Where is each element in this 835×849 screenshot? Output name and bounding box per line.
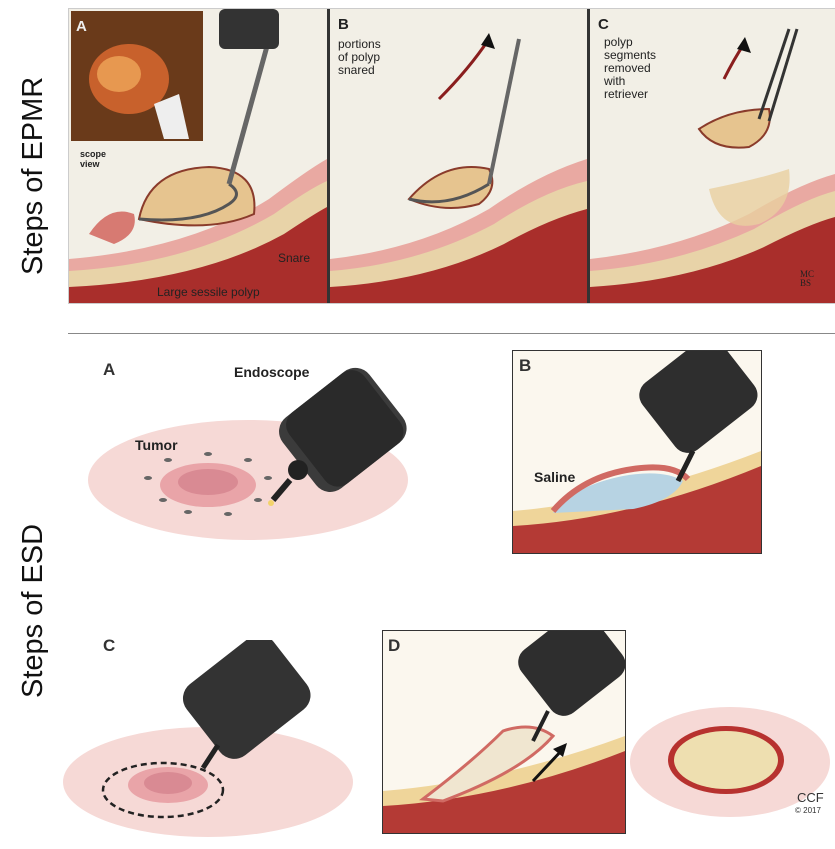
epmr-scope-view-label: scope view	[80, 149, 106, 169]
esd-credit-label: CCF	[797, 790, 824, 805]
esd-panel-a-illustration	[68, 350, 438, 550]
esd-panel-c-illustration	[58, 640, 368, 840]
epmr-snare-label: Snare	[278, 252, 310, 265]
esd-panel-b	[512, 350, 762, 554]
epmr-side-title: Steps of EPMR	[17, 77, 50, 275]
esd-panel-b-illustration	[513, 351, 761, 553]
epmr-panel-b-letter: B	[338, 16, 349, 33]
section-divider	[68, 333, 835, 334]
esd-panel-a-letter: A	[103, 360, 115, 380]
epmr-panel-c-letter: C	[598, 16, 609, 33]
epmr-illustration	[69, 9, 835, 303]
epmr-figure	[68, 8, 835, 304]
esd-saline-label: Saline	[534, 469, 575, 485]
esd-panel-d-letter: D	[388, 636, 400, 656]
esd-copyright-label: © 2017	[795, 806, 821, 815]
esd-panel-d	[382, 630, 626, 834]
esd-panel-d-illustration	[383, 631, 625, 833]
epmr-polyp-label: Large sessile polyp	[157, 286, 260, 299]
epmr-panel-a-letter: A	[76, 18, 87, 35]
esd-side-title: Steps of ESD	[17, 524, 50, 698]
epmr-logo: MC BS	[800, 270, 814, 288]
epmr-panel-c-caption: polyp segments removed with retriever	[604, 36, 656, 101]
esd-panel-c-letter: C	[103, 636, 115, 656]
esd-endoscope-label: Endoscope	[234, 364, 309, 380]
esd-tumor-label: Tumor	[135, 437, 178, 453]
esd-panel-b-letter: B	[519, 356, 531, 376]
epmr-panel-b-caption: portions of polyp snared	[338, 38, 381, 77]
